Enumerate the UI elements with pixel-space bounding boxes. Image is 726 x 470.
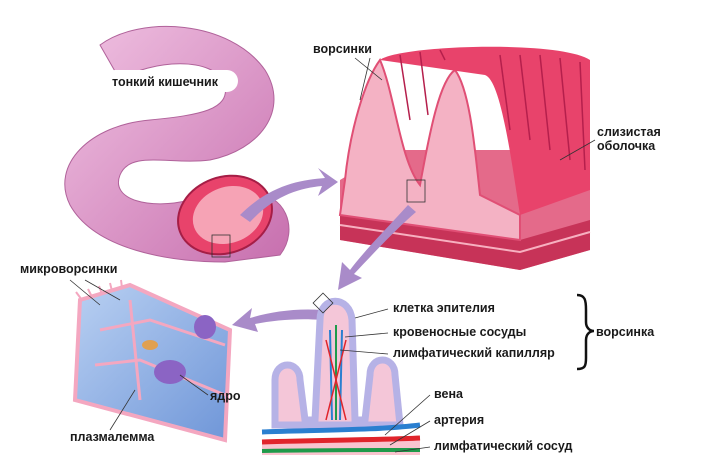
lymph-vessel-label: лимфатический сосуд [434, 439, 573, 453]
epithelial-cell-label: клетка эпителия [393, 301, 495, 315]
lymph-capillary-label: лимфатический капилляр [393, 346, 555, 360]
vein-label: вена [434, 387, 464, 401]
small-intestine-illustration [64, 25, 290, 263]
microvilli-label: микроворсинки [20, 262, 117, 276]
villi-block-illustration [338, 46, 591, 270]
arrow-icon [240, 168, 338, 222]
plasmalemma-label: плазмалемма [70, 430, 155, 444]
arrow-icon [232, 308, 322, 332]
villi-label: ворсинки [313, 42, 372, 56]
small-intestine-label-box [104, 70, 238, 92]
epithelial-cells-illustration [72, 279, 233, 443]
mucosa-label-line1: слизистая [597, 125, 661, 139]
villus-detail-illustration [261, 292, 421, 455]
nucleus-label: ядро [210, 389, 241, 403]
villus-label: ворсинка [596, 325, 655, 339]
brace-icon [576, 293, 595, 371]
small-intestine-label: тонкий кишечник [112, 75, 219, 89]
blood-vessels-label: кровеносные сосуды [393, 325, 526, 339]
arrow-icon [338, 205, 416, 290]
artery-label: артерия [434, 413, 484, 427]
mucosa-label-line2: оболочка [597, 139, 656, 153]
